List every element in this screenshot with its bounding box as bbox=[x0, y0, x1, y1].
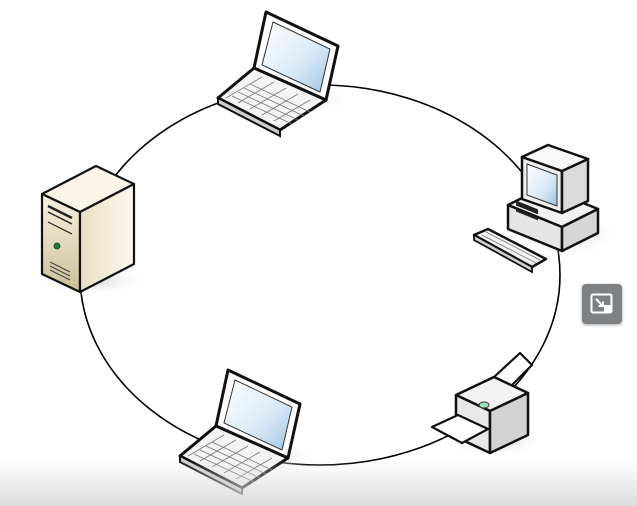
desktop-computer-icon bbox=[472, 143, 620, 274]
laptop-icon bbox=[178, 368, 314, 496]
minimize-window-icon bbox=[590, 293, 613, 314]
printer-icon bbox=[430, 351, 544, 457]
server-tower-icon bbox=[34, 164, 146, 296]
minimize-window-button[interactable] bbox=[582, 284, 622, 324]
laptop-icon bbox=[216, 10, 352, 138]
